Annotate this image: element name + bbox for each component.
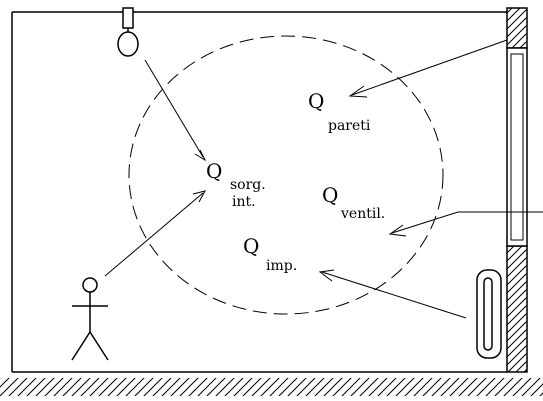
arrowhead-ventil bbox=[388, 224, 407, 237]
label-q-ventil: Q ventil. bbox=[322, 183, 385, 222]
q-ventil-sub: ventil. bbox=[340, 206, 385, 222]
arrows bbox=[104, 39, 543, 319]
room-outline bbox=[11, 11, 507, 373]
q-ventil-main: Q bbox=[322, 183, 338, 207]
q-imp-main: Q bbox=[243, 234, 259, 258]
q-sorg-sub1: sorg. bbox=[230, 177, 266, 193]
arrow-wall-to-pareti bbox=[351, 39, 508, 96]
q-sorg-main: Q bbox=[206, 159, 222, 183]
right-wall bbox=[506, 7, 528, 373]
arrowhead-lamp bbox=[194, 149, 207, 162]
arrow-lamp-to-sorg bbox=[144, 59, 204, 158]
q-imp-sub: imp. bbox=[266, 258, 297, 274]
q-pareti-sub: pareti bbox=[328, 118, 371, 134]
arrowhead-imp bbox=[318, 269, 335, 282]
person-icon bbox=[71, 277, 109, 361]
q-pareti-main: Q bbox=[308, 89, 324, 113]
radiator-icon bbox=[476, 269, 502, 359]
lamp-icon bbox=[117, 7, 139, 57]
window bbox=[506, 47, 528, 247]
arrow-ventilation bbox=[391, 211, 543, 234]
arrow-person-to-sorg bbox=[104, 192, 204, 277]
label-q-imp: Q imp. bbox=[243, 234, 297, 274]
label-q-sorg: Q sorg. int. bbox=[206, 159, 266, 210]
q-sorg-sub2: int. bbox=[232, 194, 256, 210]
floor-hatch bbox=[0, 378, 543, 396]
arrowhead-pareti bbox=[348, 85, 368, 98]
air-volume-ellipse bbox=[128, 35, 444, 315]
arrow-radiator-to-imp bbox=[321, 271, 467, 319]
arrowhead-person bbox=[192, 190, 206, 203]
label-q-pareti: Q pareti bbox=[308, 89, 371, 134]
